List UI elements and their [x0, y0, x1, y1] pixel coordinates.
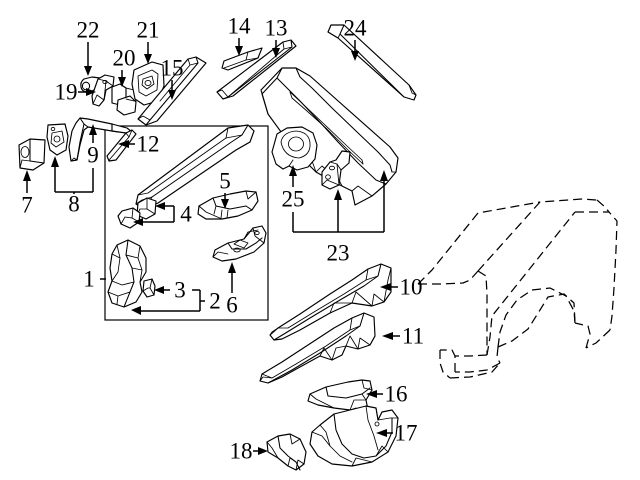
leader-22 — [84, 42, 92, 76]
leader-20 — [118, 70, 126, 87]
part-18-gusset — [266, 433, 307, 471]
part-25-strut-tower-cap — [271, 126, 318, 171]
leader-25 — [289, 165, 297, 187]
callout-label-18[interactable]: 18 — [229, 438, 253, 464]
part-6-floor-plate — [212, 225, 267, 262]
part-11-frame-rail — [259, 312, 376, 384]
fender-ghost-outline — [417, 198, 618, 379]
callout-label-16[interactable]: 16 — [384, 381, 408, 407]
leader-15 — [168, 80, 176, 100]
leader-7 — [23, 170, 31, 193]
leader-19 — [78, 88, 96, 96]
callout-label-25[interactable]: 25 — [281, 186, 305, 212]
leader-9 — [89, 124, 97, 143]
part-17-wheelhouse-panel — [309, 405, 399, 467]
leader-24 — [351, 40, 359, 61]
part-14-trim-strip — [221, 47, 263, 71]
callout-label-11[interactable]: 11 — [401, 323, 425, 349]
leader-3 — [154, 286, 170, 294]
callout-label-13[interactable]: 13 — [264, 15, 288, 41]
part-16-short-brace — [307, 379, 373, 415]
leader-10 — [380, 283, 398, 291]
callout-label-19[interactable]: 19 — [54, 79, 78, 105]
leader-11 — [382, 332, 400, 340]
leader-13 — [272, 40, 280, 58]
leader-12 — [118, 140, 135, 148]
callout-label-14[interactable]: 14 — [227, 13, 251, 39]
callout-label-22[interactable]: 22 — [76, 17, 100, 43]
part-24-cowl-top — [327, 24, 417, 101]
part-12-brace — [106, 129, 137, 162]
callout-label-4[interactable]: 4 — [180, 201, 192, 227]
part-5-reinforcement — [197, 190, 259, 220]
callout-label-24[interactable]: 24 — [343, 15, 367, 41]
callout-label-12[interactable]: 12 — [136, 131, 160, 157]
leader-5 — [221, 193, 229, 209]
part-10-frame-rail — [269, 263, 392, 341]
part-20-reinforcement — [111, 83, 137, 116]
callout-label-2[interactable]: 2 — [209, 288, 221, 314]
part-4-clip-lower — [117, 207, 141, 229]
callout-label-1[interactable]: 1 — [83, 266, 95, 292]
callout-label-15[interactable]: 15 — [160, 55, 184, 81]
leader-23 — [292, 170, 388, 233]
leader-6 — [228, 262, 236, 293]
callout-label-9[interactable]: 9 — [87, 142, 99, 168]
callout-label-10[interactable]: 10 — [399, 274, 423, 300]
leader-2 — [131, 289, 205, 315]
leader-14 — [235, 38, 243, 56]
leader-4 — [133, 202, 175, 226]
group-box-assembly-1 — [104, 125, 269, 321]
leader-17 — [376, 429, 393, 437]
leader-18 — [253, 447, 268, 455]
callout-label-5[interactable]: 5 — [219, 168, 231, 194]
part-19-bracket — [91, 74, 115, 107]
leader-21 — [144, 42, 152, 64]
callout-label-17[interactable]: 17 — [394, 420, 418, 446]
callout-label-6[interactable]: 6 — [226, 292, 238, 318]
leader-16 — [366, 390, 383, 398]
callout-label-20[interactable]: 20 — [112, 45, 136, 71]
callout-label-7[interactable]: 7 — [21, 192, 33, 218]
leader-8 — [51, 156, 94, 194]
callout-label-3[interactable]: 3 — [174, 277, 186, 303]
part-7-end-cap — [18, 138, 46, 171]
part-8-bracket — [46, 123, 69, 156]
callout-label-21[interactable]: 21 — [136, 17, 160, 43]
callout-label-23[interactable]: 23 — [326, 240, 350, 266]
callout-label-8[interactable]: 8 — [68, 191, 80, 217]
part-23-bracket — [321, 150, 351, 190]
part-3-wedge-clip — [142, 278, 156, 298]
part-9-bent-rod — [68, 117, 133, 162]
part-1-apron-panel — [107, 239, 147, 308]
